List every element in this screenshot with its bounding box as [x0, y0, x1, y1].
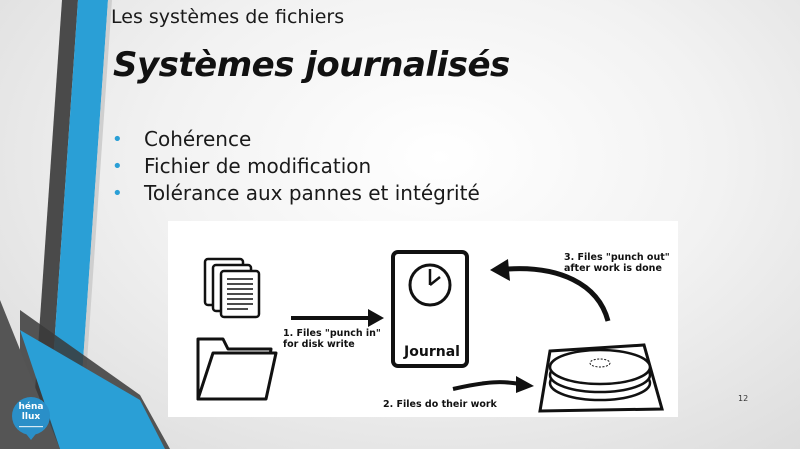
bullet-item: •Cohérence	[112, 127, 252, 151]
arrow-punch-out	[490, 259, 611, 322]
step3-label-line1: 3. Files "punch out"	[564, 252, 670, 263]
bullet-icon: •	[112, 129, 123, 150]
journal-clock-icon	[391, 250, 469, 368]
page-number: 12	[738, 394, 749, 403]
journaling-diagram: Journal 1. Files "punch in" for disk wri…	[168, 221, 678, 417]
logo-text-line1: héna	[18, 402, 44, 412]
step1-label-line1: 1. Files "punch in"	[283, 328, 381, 339]
bullet-icon: •	[112, 156, 123, 177]
section-title: Les systèmes de fichiers	[111, 6, 345, 28]
henallux-logo: héna llux	[9, 396, 53, 440]
disk-icon	[538, 343, 664, 413]
step3-label-line2: after work is done	[564, 263, 662, 274]
diagram-drawing	[196, 250, 664, 413]
arrow-punch-in	[291, 309, 384, 327]
slide-title: Systèmes journalisés	[113, 45, 510, 85]
bullet-icon: •	[112, 183, 123, 204]
bullet-item: •Tolérance aux pannes et intégrité	[112, 181, 480, 205]
step1-label-line2: for disk write	[283, 339, 355, 350]
logo-badge-icon	[12, 397, 50, 440]
step2-label: 2. Files do their work	[383, 399, 497, 410]
bullet-item: •Fichier de modification	[112, 154, 372, 178]
journal-label: Journal	[404, 344, 460, 360]
documents-icon	[203, 257, 261, 319]
folder-icon	[196, 337, 278, 401]
logo-text-line2: llux	[21, 412, 41, 422]
bullet-list: •Cohérence •Fichier de modification •Tol…	[112, 126, 480, 207]
arrow-do-work	[452, 376, 534, 393]
